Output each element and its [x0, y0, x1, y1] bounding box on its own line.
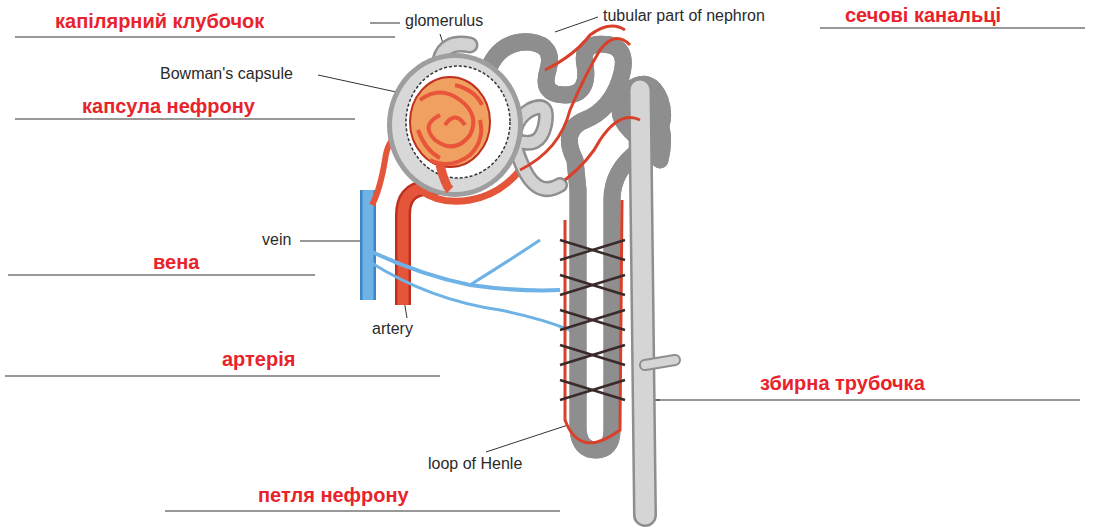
part-name: artery — [372, 320, 413, 338]
answer-label: артерія — [222, 348, 295, 371]
answer-lines — [5, 28, 1085, 511]
answer-label: петля нефрону — [258, 484, 409, 507]
part-name: Bowman's capsule — [160, 65, 293, 83]
part-name: vein — [262, 231, 291, 249]
answer-label: вена — [153, 251, 199, 274]
answer-label: капілярний клубочок — [55, 10, 264, 33]
part-name: glomerulus — [405, 12, 483, 30]
answer-label: сечові канальці — [845, 4, 1001, 27]
glomerulus-tuft — [410, 77, 490, 190]
answer-label: збирна трубочка — [760, 372, 925, 395]
part-name: tubular part of nephron — [603, 7, 765, 25]
answer-label: капсула нефрону — [82, 95, 255, 118]
part-name: loop of Henle — [428, 455, 522, 473]
